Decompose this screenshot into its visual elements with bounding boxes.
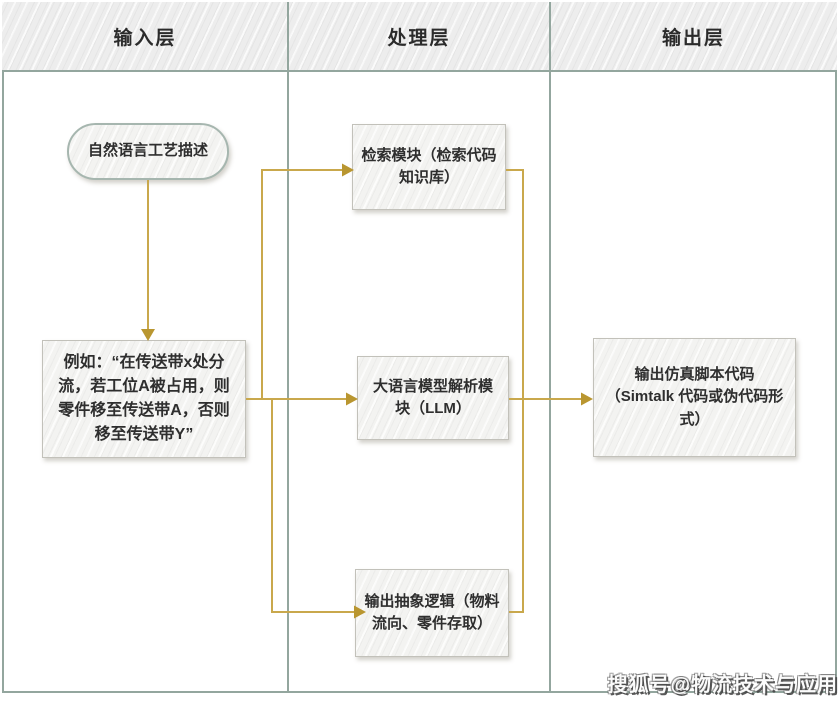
lane-header-output: 输出层: [661, 27, 725, 49]
node-abstract-logic: 输出抽象逻辑（物料流向、零件存取）: [355, 569, 509, 657]
watermark-sohu: 搜狐号@物流技术与应用: [607, 674, 838, 696]
node-retrieval-module-label: 检索模块（检索代码知识库）: [361, 146, 497, 187]
lane-header-processing: 处理层: [387, 27, 451, 49]
node-output-code-label: 输出仿真脚本代码（Simtalk 代码或伪代码形式）: [605, 365, 784, 428]
node-output-code: 输出仿真脚本代码（Simtalk 代码或伪代码形式）: [593, 338, 796, 457]
node-abstract-logic-label: 输出抽象逻辑（物料流向、零件存取）: [364, 592, 500, 633]
lane-header-input: 输入层: [113, 27, 177, 49]
node-example: 例如：“在传送带x处分流，若工位A被占用，则零件移至传送带A，否则移至传送带Y”: [42, 340, 246, 458]
node-example-label: 例如：“在传送带x处分流，若工位A被占用，则零件移至传送带A，否则移至传送带Y”: [58, 354, 230, 443]
node-natural-language: 自然语言工艺描述: [67, 123, 229, 180]
node-natural-language-label: 自然语言工艺描述: [87, 142, 208, 160]
node-llm-module: 大语言模型解析模块（LLM）: [357, 356, 509, 440]
lane-divider-1: [287, 2, 289, 693]
lane-divider-2: [549, 2, 551, 693]
node-retrieval-module: 检索模块（检索代码知识库）: [352, 124, 506, 210]
node-llm-module-label: 大语言模型解析模块（LLM）: [372, 377, 493, 418]
lane-header-band: [2, 2, 837, 72]
